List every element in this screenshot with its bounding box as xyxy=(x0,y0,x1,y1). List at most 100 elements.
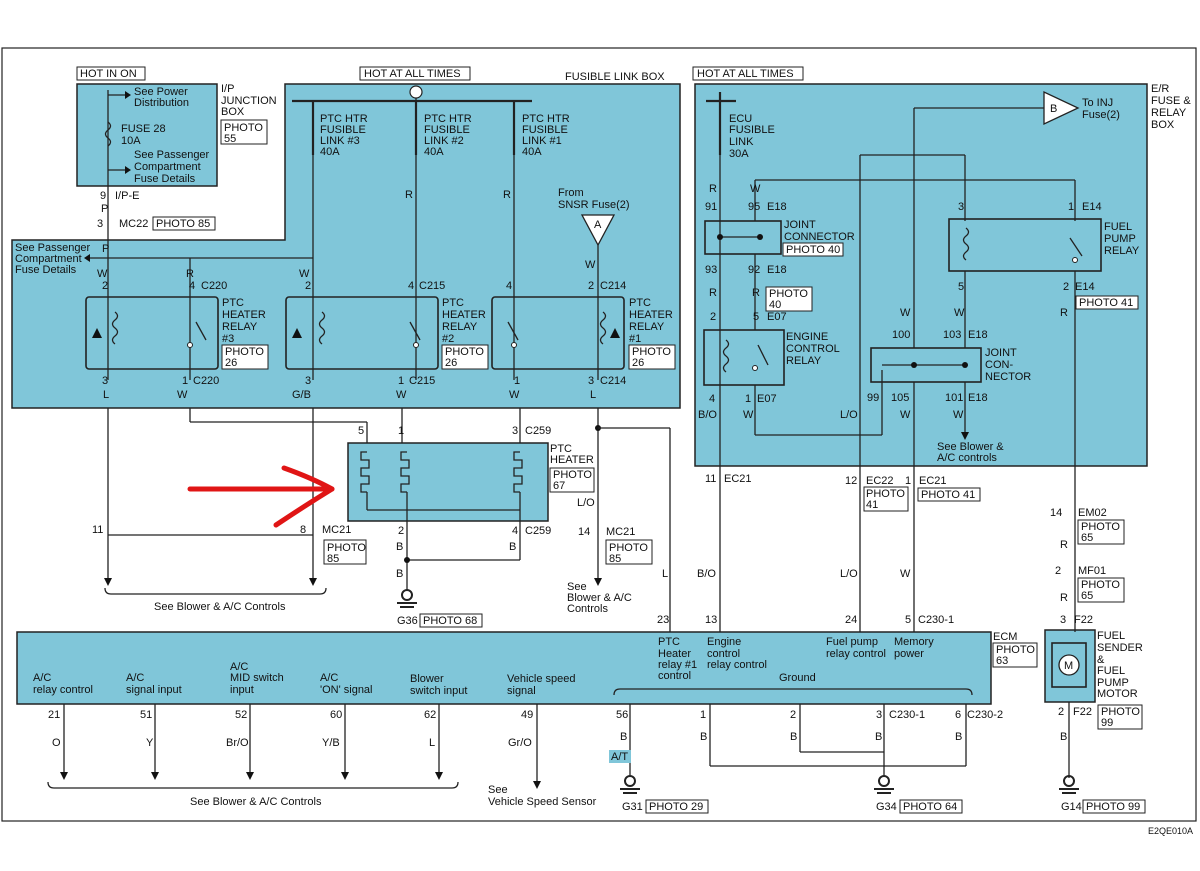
label-wireLO-c: L/O xyxy=(840,568,858,580)
label-wireL-a: L xyxy=(103,389,109,401)
ptc-heater-box xyxy=(347,442,549,522)
label-relay2-2: HEATER xyxy=(442,309,486,321)
label-wireR-g: R xyxy=(1060,539,1068,551)
label-p3m: 3 xyxy=(1060,614,1066,626)
label-wireW-e: W xyxy=(743,409,754,421)
label-ip-3: BOX xyxy=(221,106,245,118)
label-relay2-w: W xyxy=(299,268,310,280)
label-jc-1: JOINT xyxy=(784,219,816,231)
label-relay2-p4: 4 xyxy=(408,280,414,292)
label-jc-2: CONNECTOR xyxy=(784,231,855,243)
label-bw-B5: B xyxy=(955,731,962,743)
label-fpc-2: relay control xyxy=(826,648,886,660)
label-photo68: PHOTO 68 xyxy=(423,615,477,627)
label-ecu-2: FUSIBLE xyxy=(729,124,775,136)
label-bw-B6: B xyxy=(1060,731,1067,743)
ground-symbol-g34 xyxy=(874,775,894,794)
label-fuse28: FUSE 28 xyxy=(121,123,166,135)
label-wireP2: P xyxy=(102,243,109,255)
label-photo65a-2: 65 xyxy=(1081,532,1093,544)
label-ac-mid-1: A/C xyxy=(230,661,248,673)
label-to-inj-1: To INJ xyxy=(1082,97,1113,109)
label-wireW-h: W xyxy=(900,409,911,421)
label-photo26c-1: PHOTO xyxy=(632,346,671,358)
label-e14b: E14 xyxy=(1075,281,1095,293)
label-c2301a: C230-1 xyxy=(918,614,954,626)
label-er-3: RELAY xyxy=(1151,107,1187,119)
label-ac-on-2: 'ON' signal xyxy=(320,684,373,696)
label-see-blower-er-1: See Blower & xyxy=(937,441,1004,453)
hot-at-all-times-label: HOT AT ALL TIMES xyxy=(364,68,461,80)
label-e07b: E07 xyxy=(757,393,777,405)
label-at: A/T xyxy=(611,751,628,763)
label-wireL-c: L xyxy=(662,568,668,580)
label-e52: 52 xyxy=(235,709,247,721)
label-photo41a: PHOTO 41 xyxy=(1079,297,1133,309)
label-photo65b-1: PHOTO xyxy=(1081,579,1120,591)
label-photo26b-1: PHOTO xyxy=(445,346,484,358)
label-pin8: 8 xyxy=(300,524,306,536)
label-pin11: 11 xyxy=(92,524,103,536)
label-photo64: PHOTO 64 xyxy=(903,801,957,813)
label-ec21b: EC21 xyxy=(919,475,947,487)
label-relay1-4: #1 xyxy=(629,333,641,345)
label-pin14: 14 xyxy=(578,526,590,538)
label-p5c: 5 xyxy=(905,614,911,626)
label-photo40b-2: 40 xyxy=(769,299,781,311)
label-wireW-f: W xyxy=(900,307,911,319)
label-relay3-p1: 1 xyxy=(182,375,188,387)
label-from-1: From xyxy=(558,187,584,199)
fusible-link-box xyxy=(11,83,681,409)
label-see-power-1: See Power xyxy=(134,86,188,98)
label-fpc-1: Fuel pump xyxy=(826,636,878,648)
label-fpr-2: PUMP xyxy=(1104,233,1136,245)
label-p23: 23 xyxy=(657,614,669,626)
label-ptc2-2: FUSIBLE xyxy=(424,124,470,136)
label-photo41b-1: PHOTO xyxy=(866,488,905,500)
label-photo55-1: PHOTO xyxy=(224,122,263,134)
label-er-W: W xyxy=(750,183,761,195)
label-p12: 12 xyxy=(845,475,857,487)
label-ptc3-2: FUSIBLE xyxy=(320,124,366,136)
label-jc2-1: JOINT xyxy=(985,347,1017,359)
label-ac-sig-1: A/C xyxy=(126,672,144,684)
label-photo26a-1: PHOTO xyxy=(225,346,264,358)
label-photo40a: PHOTO 40 xyxy=(786,244,840,256)
label-relay2-4: #2 xyxy=(442,333,454,345)
label-see-blower-r-3: Controls xyxy=(567,603,608,615)
label-wireR-b: R xyxy=(503,189,511,201)
label-wireGB: G/B xyxy=(292,389,311,401)
label-fuse28-amp: 10A xyxy=(121,135,141,147)
ip-junction-box xyxy=(76,83,218,187)
label-ecr-2: CONTROL xyxy=(786,343,840,355)
label-mc21b: MC21 xyxy=(606,526,635,538)
label-wireLO-b: L/O xyxy=(840,409,858,421)
label-c259b: C259 xyxy=(525,525,551,537)
label-p103: 103 xyxy=(943,329,961,341)
label-photo63-1: PHOTO xyxy=(996,644,1035,656)
label-ecu-1: ECU xyxy=(729,113,752,125)
label-p92: 92 xyxy=(748,264,760,276)
label-photo55-2: 55 xyxy=(224,133,236,145)
label-er-R: R xyxy=(709,183,717,195)
label-fs-6: MOTOR xyxy=(1097,688,1138,700)
label-photo29: PHOTO 29 xyxy=(649,801,703,813)
label-spc-left-3: Fuse Details xyxy=(15,264,77,276)
label-er-2: FUSE & xyxy=(1151,95,1191,107)
label-g31: G31 xyxy=(622,801,643,813)
label-e3: 3 xyxy=(876,709,882,721)
label-c215a: C215 xyxy=(419,280,445,292)
label-bw-B1: B xyxy=(620,731,627,743)
label-bw-GrO: Gr/O xyxy=(508,737,532,749)
label-wireB-a: B xyxy=(396,541,403,553)
label-ac-sig-2: signal input xyxy=(126,684,182,696)
label-relay3-2: HEATER xyxy=(222,309,266,321)
label-mc22: MC22 xyxy=(119,218,148,230)
label-ptcr-3: relay #1 xyxy=(658,659,697,671)
label-e62: 62 xyxy=(424,709,436,721)
label-photo99a-2: 99 xyxy=(1101,717,1113,729)
label-heater-p4: 4 xyxy=(512,525,518,537)
label-photo40b-1: PHOTO xyxy=(769,288,808,300)
fusible-link-box-label: FUSIBLE LINK BOX xyxy=(565,71,665,83)
